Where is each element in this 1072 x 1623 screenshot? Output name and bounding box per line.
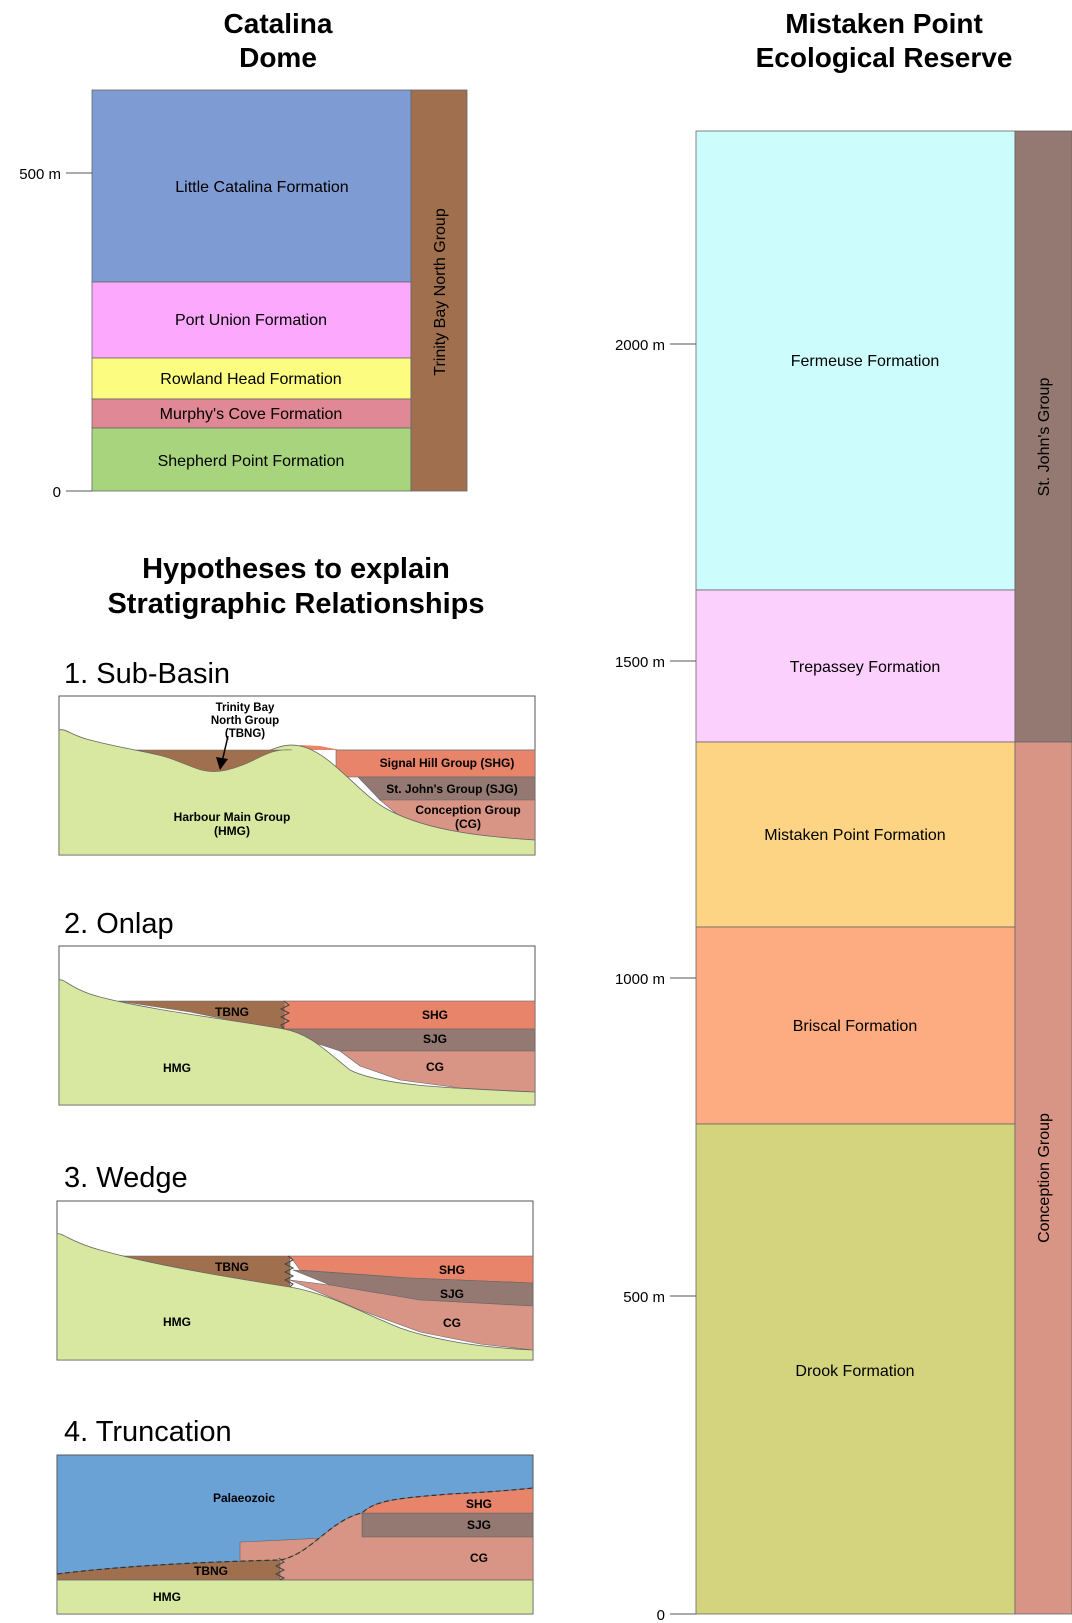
onlap-shg-layer — [283, 1000, 536, 1030]
drook-label: Drook Formation — [795, 1363, 914, 1380]
catalina-tick-0-label: 0 — [53, 484, 61, 501]
little-catalina-formation — [91, 89, 412, 283]
sub-basin-cg-label-line2: (CG) — [455, 817, 481, 831]
catalina-tick-500-label: 500 m — [19, 166, 61, 183]
briscal-formation — [695, 926, 1016, 1125]
truncation-sjg-label: SJG — [467, 1518, 491, 1532]
sub-basin-tbng-line2: North Group — [211, 715, 279, 727]
sub-basin-tbng-line3: (TBNG) — [225, 728, 265, 740]
truncation-hmg-label: HMG — [153, 1590, 181, 1604]
sub-basin-shg-band — [335, 749, 536, 778]
sub-basin-cg-label-line1: Conception Group — [415, 803, 520, 817]
catalina-title-line1: Catalina — [224, 8, 333, 39]
mistaken-tick-1000-label: 1000 m — [615, 971, 665, 988]
onlap-diagram: 2. Onlap TBNG SHG SJG CG HMG — [58, 908, 536, 1106]
briscal-label: Briscal Formation — [793, 1018, 917, 1035]
sub-basin-diagram: 1. Sub-Basin Trinity Bay North Group (TB… — [58, 658, 536, 856]
truncation-unconformity — [56, 1487, 534, 1575]
wedge-sjg-label: SJG — [440, 1287, 464, 1301]
sub-basin-hmg-label-line2: (HMG) — [214, 824, 250, 838]
onlap-cg-label: CG — [426, 1060, 444, 1074]
st-johns-group-bar — [1014, 130, 1072, 743]
truncation-tbng-label: TBNG — [194, 1564, 228, 1578]
little-catalina-label: Little Catalina Formation — [175, 179, 348, 196]
truncation-hmg — [56, 1579, 534, 1615]
wedge-facies-contact — [283, 1255, 295, 1288]
trepassey-formation — [695, 589, 1016, 743]
mistaken-point-label: Mistaken Point Formation — [764, 827, 945, 844]
port-union-formation — [91, 281, 412, 359]
trinity-bay-north-group-label: Trinity Bay North Group — [432, 208, 449, 376]
onlap-facies-contact — [279, 1000, 291, 1030]
truncation-heading: 4. Truncation — [64, 1416, 232, 1448]
mistaken-title-line2: Ecological Reserve — [756, 42, 1013, 73]
sub-basin-arrow-head — [216, 757, 228, 770]
trinity-bay-north-group-bar — [410, 89, 468, 492]
truncation-shg-label: SHG — [466, 1497, 492, 1511]
mistaken-point-formation — [695, 741, 1016, 928]
mistaken-title-line1: Mistaken Point — [785, 8, 983, 39]
st-johns-group-label: St. John's Group — [1036, 378, 1053, 497]
onlap-heading: 2. Onlap — [64, 908, 174, 940]
murphys-cove-label: Murphy's Cove Formation — [160, 406, 343, 423]
sub-basin-shg-layer — [290, 745, 535, 750]
mistaken-tick-500-label: 500 m — [623, 1289, 665, 1306]
sub-basin-heading: 1. Sub-Basin — [64, 658, 230, 690]
fermeuse-formation — [695, 130, 1016, 591]
shepherd-point-formation — [91, 427, 412, 492]
wedge-hmg — [56, 1233, 534, 1361]
wedge-shg-label: SHG — [439, 1263, 465, 1277]
catalina-dome-column: Catalina Dome Little Catalina Formation … — [19, 8, 468, 501]
wedge-cg-label: CG — [443, 1316, 461, 1330]
truncation-cg-label: CG — [470, 1551, 488, 1565]
truncation-palaeozoic-label: Palaeozoic — [213, 1491, 275, 1505]
mistaken-tick-1500-label: 1500 m — [615, 654, 665, 671]
mistaken-point-column: Mistaken Point Ecological Reserve Fermeu… — [615, 8, 1072, 1623]
onlap-hmg — [58, 979, 536, 1106]
sub-basin-shg-label: Signal Hill Group (SHG) — [380, 756, 515, 770]
sub-basin-tbng-line1: Trinity Bay — [216, 702, 275, 714]
sub-basin-sjg-band — [357, 776, 536, 801]
conception-group-label: Conception Group — [1036, 1113, 1053, 1243]
truncation-facies-contact — [274, 1557, 286, 1581]
onlap-sjg-label: SJG — [423, 1032, 447, 1046]
onlap-shg-label: SHG — [422, 1008, 448, 1022]
port-union-label: Port Union Formation — [175, 312, 327, 329]
murphys-cove-formation — [91, 398, 412, 429]
onlap-hmg-label: HMG — [163, 1061, 191, 1075]
fermeuse-label: Fermeuse Formation — [791, 353, 940, 370]
sub-basin-sjg-label: St. John's Group (SJG) — [386, 782, 518, 796]
sub-basin-tbng — [134, 749, 293, 772]
mistaken-tick-0-label: 0 — [657, 1607, 665, 1623]
drook-formation — [695, 1123, 1016, 1615]
sub-basin-hmg-label-line1: Harbour Main Group — [174, 810, 291, 824]
mistaken-tick-2000-label: 2000 m — [615, 337, 665, 354]
shepherd-point-label: Shepherd Point Formation — [158, 453, 345, 470]
wedge-diagram: 3. Wedge TBNG SHG SJG CG HMG — [56, 1162, 534, 1361]
hypotheses-title-line2: Stratigraphic Relationships — [107, 588, 484, 620]
rowland-head-label: Rowland Head Formation — [160, 371, 341, 388]
hypotheses-title-line1: Hypotheses to explain — [142, 553, 450, 585]
wedge-heading: 3. Wedge — [64, 1162, 188, 1194]
trepassey-label: Trepassey Formation — [790, 659, 941, 676]
onlap-tbng-label: TBNG — [215, 1005, 249, 1019]
catalina-title-line2: Dome — [239, 42, 317, 73]
rowland-head-formation — [91, 357, 412, 400]
truncation-sjg-layer — [361, 1512, 534, 1538]
conception-group-bar — [1014, 741, 1072, 1615]
wedge-hmg-label: HMG — [163, 1315, 191, 1329]
truncation-diagram: 4. Truncation Palaeozoic SHG SJG CG TBNG… — [56, 1416, 534, 1615]
wedge-tbng-label: TBNG — [215, 1260, 249, 1274]
sub-basin-arrow-line — [221, 735, 229, 763]
